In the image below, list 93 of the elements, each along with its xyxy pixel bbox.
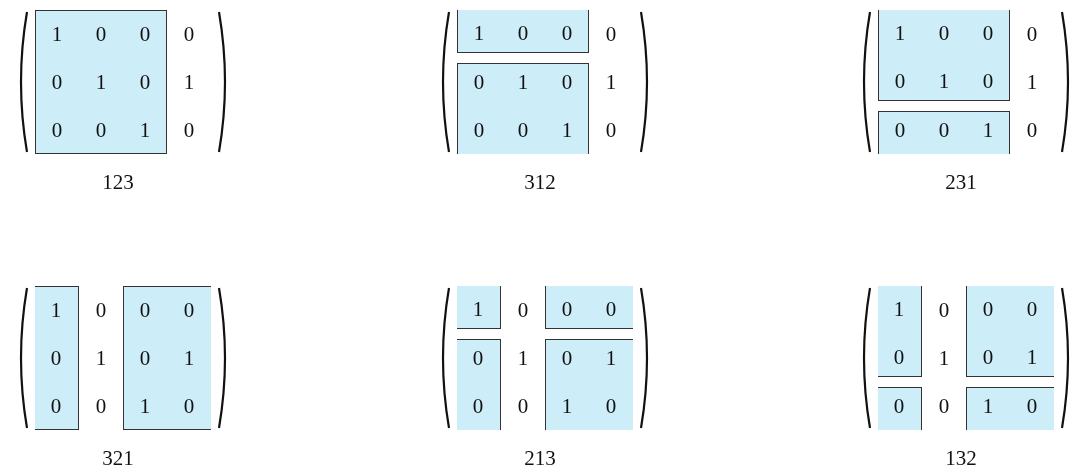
shaded-block [35,10,167,154]
matrix-entry: 0 [94,117,108,144]
matrix-entry: 0 [182,297,196,324]
matrix-entry: 0 [516,297,530,324]
matrix-entry: 0 [893,68,907,95]
matrix-entry: 0 [94,393,108,420]
matrix-entry: 0 [472,117,486,144]
matrix-entry: 1 [1025,344,1039,371]
matrix-entry: 0 [472,69,486,96]
matrix-entry: 0 [516,20,530,47]
matrix-entry: 1 [94,345,108,372]
matrix-entry: 1 [604,69,618,96]
matrix-entry: 1 [937,345,951,372]
shaded-block [457,339,501,430]
matrix-entry: 1 [892,296,906,323]
matrix-caption: 213 [523,446,557,471]
matrix-entry: 1 [981,117,995,144]
matrix-entry: 0 [182,393,196,420]
matrix-entry: 0 [560,69,574,96]
matrix-entry: 0 [981,20,995,47]
matrix-entry: 0 [138,297,152,324]
matrix-entry: 0 [182,21,196,48]
matrix-entry: 0 [937,117,951,144]
shaded-block [123,286,211,430]
matrix-entry: 0 [1025,117,1039,144]
matrix-caption: 321 [101,446,135,471]
matrix-entry: 0 [138,69,152,96]
matrix-entry: 0 [981,68,995,95]
matrix-entry: 0 [560,345,574,372]
matrix-entry: 0 [893,117,907,144]
shaded-block [545,286,633,329]
matrix-entry: 1 [138,393,152,420]
matrix-entry: 0 [182,117,196,144]
matrix-entry: 1 [471,296,485,323]
matrix-entry: 0 [1025,296,1039,323]
matrix-entry: 0 [138,345,152,372]
matrix-entry: 1 [516,69,530,96]
shaded-block [457,286,501,329]
matrix-entry: 0 [94,21,108,48]
matrix-caption: 132 [944,446,978,471]
matrix-entry: 1 [49,297,63,324]
matrix-entry: 1 [182,69,196,96]
matrix-entry: 0 [892,344,906,371]
matrix-entry: 0 [49,393,63,420]
shaded-block [878,286,922,377]
matrix-entry: 0 [94,297,108,324]
matrix-entry: 0 [604,21,618,48]
matrix-entry: 1 [472,20,486,47]
matrix-entry: 0 [892,393,906,420]
matrix-caption: 312 [523,170,557,195]
matrix-entry: 0 [1025,21,1039,48]
matrix-entry: 0 [50,69,64,96]
matrix-entry: 0 [937,20,951,47]
matrix-entry: 0 [981,344,995,371]
shaded-block [878,387,922,430]
matrix-entry: 0 [560,296,574,323]
shaded-block [545,339,633,430]
shaded-block [35,286,79,430]
matrix-entry: 0 [516,393,530,420]
matrix-entry: 0 [49,345,63,372]
shaded-block [966,387,1054,430]
matrix-entry: 1 [516,345,530,372]
matrix-entry: 0 [604,117,618,144]
matrix-entry: 1 [981,393,995,420]
matrix-entry: 0 [138,21,152,48]
matrix-entry: 0 [604,393,618,420]
matrix-entry: 1 [138,117,152,144]
matrix-entry: 0 [50,117,64,144]
matrix-entry: 0 [604,296,618,323]
matrix-entry: 1 [94,69,108,96]
matrix-entry: 0 [560,20,574,47]
matrix-entry: 1 [893,20,907,47]
matrix-entry: 1 [560,393,574,420]
matrix-caption: 231 [944,170,978,195]
matrix-entry: 0 [471,393,485,420]
shaded-block [457,10,589,53]
shaded-block [966,286,1054,377]
matrix-entry: 0 [937,297,951,324]
matrix-entry: 1 [604,345,618,372]
matrix-entry: 0 [471,345,485,372]
matrix-entry: 0 [937,393,951,420]
matrix-caption: 123 [101,170,135,195]
matrix-entry: 1 [182,345,196,372]
matrix-entry: 1 [1025,69,1039,96]
shaded-block [878,111,1010,154]
shaded-block [457,63,589,154]
matrix-entry: 0 [981,296,995,323]
matrix-entry: 1 [560,117,574,144]
matrix-entry: 0 [516,117,530,144]
matrix-entry: 1 [50,21,64,48]
matrix-entry: 1 [937,68,951,95]
matrix-entry: 0 [1025,393,1039,420]
shaded-block [878,10,1010,101]
